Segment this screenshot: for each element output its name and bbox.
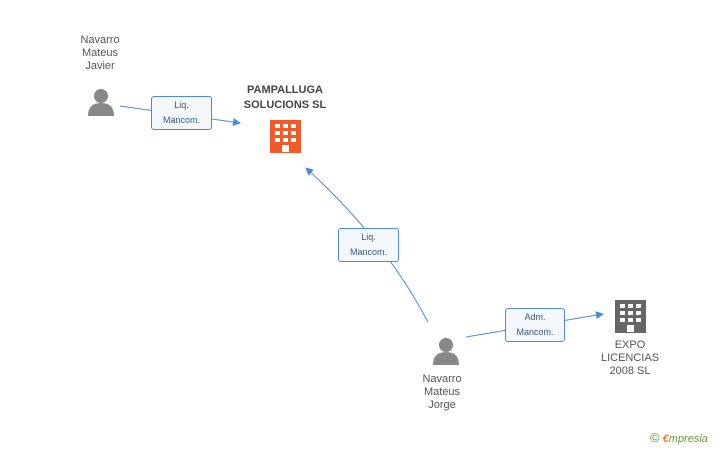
person-icon[interactable] — [88, 89, 114, 116]
person-icon[interactable] — [433, 338, 459, 365]
copyright-icon: © — [650, 430, 660, 445]
node-label-javier[interactable]: Navarro Mateus Javier — [80, 34, 120, 72]
node-label-expo[interactable]: EXPO LICENCIAS 2008 SL — [600, 339, 660, 377]
relation-label-jorge-pampalluga[interactable]: Liq. Mancom. — [338, 228, 399, 262]
relation-label-jorge-expo[interactable]: Adm. Mancom. — [505, 308, 565, 342]
node-label-jorge[interactable]: Navarro Mateus Jorge — [422, 373, 462, 411]
brand-logo: © €mpresia — [650, 430, 708, 445]
node-label-pampalluga[interactable]: PAMPALLUGA SOLUCIONS SL — [243, 84, 327, 111]
brand-logo-text: mpresia — [668, 433, 708, 445]
brand-logo-e: € — [662, 433, 669, 445]
relation-label-javier-pampalluga[interactable]: Liq. Mancom. — [151, 96, 212, 130]
building-icon[interactable] — [270, 120, 301, 153]
building-icon[interactable] — [615, 300, 646, 333]
